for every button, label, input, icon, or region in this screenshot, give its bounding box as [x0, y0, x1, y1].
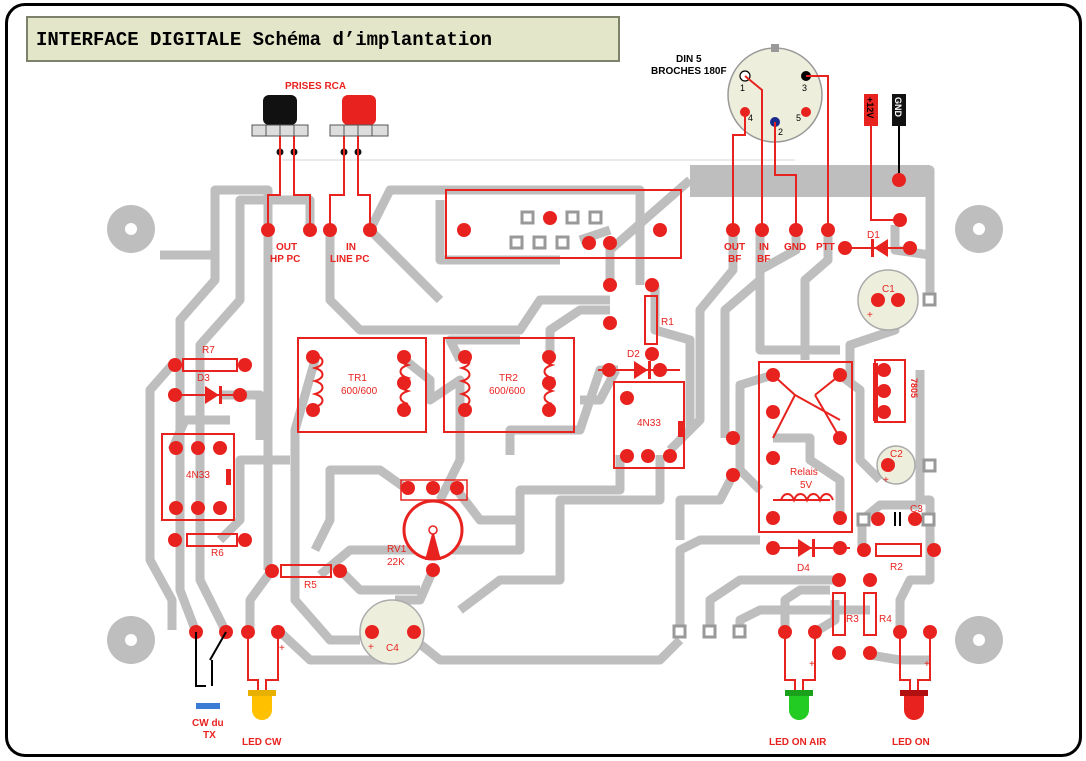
rv1-label-2: 22K: [387, 557, 405, 568]
d2-label: D2: [627, 349, 640, 360]
opto-left-label: 4N33: [186, 470, 210, 481]
led-on-plus: +: [924, 659, 930, 670]
din-title-1: DIN 5: [676, 54, 702, 65]
rca-title: PRISES RCA: [285, 81, 346, 92]
c1-label: C1: [882, 284, 895, 295]
din-pin-4: 4: [748, 113, 753, 123]
capacitor-c1: [857, 269, 919, 331]
opto-mid-label: 4N33: [637, 418, 661, 429]
din5-socket: [727, 44, 829, 230]
c2-label: C2: [890, 449, 903, 460]
title-box: INTERFACE DIGITALE Schéma d’implantation: [26, 16, 620, 62]
ground-plane: [690, 165, 930, 197]
optocoupler-mid: [613, 381, 685, 469]
relay-label-2: 5V: [800, 480, 813, 491]
r4-label: R4: [879, 614, 892, 625]
supply-plus-label: +12V: [865, 97, 875, 118]
transformer-tr2: [443, 337, 575, 433]
diodes: [205, 239, 888, 557]
optocoupler-left: [161, 433, 235, 521]
gnd-label: GND: [784, 242, 806, 253]
din-pin-3: 3: [802, 83, 807, 93]
led-on-label: LED ON: [892, 737, 930, 748]
copper-pads: [168, 173, 941, 660]
supply-gnd-label: GND: [893, 97, 903, 118]
led-on-air-label: LED ON AIR: [769, 737, 827, 748]
out-hp-label-1: OUT: [276, 242, 297, 253]
c1-plus: +: [867, 310, 873, 321]
in-bf-label-2: BF: [757, 254, 770, 265]
r7-label: R7: [202, 345, 215, 356]
out-bf-label-1: OUT: [724, 242, 745, 253]
c4-label: C4: [386, 643, 399, 654]
d3-label: D3: [197, 373, 210, 384]
connector-block: [445, 189, 682, 259]
rca-sockets: [251, 95, 389, 230]
d4-label: D4: [797, 563, 810, 574]
labels: PRISES RCA DIN 5 BROCHES 180F 1 2 3 4 5 …: [186, 54, 930, 748]
leds: [248, 690, 928, 720]
d1-label: D1: [867, 230, 880, 241]
regulator-label: 7805: [909, 378, 919, 398]
in-line-label-1: IN: [346, 242, 356, 253]
c2-plus: +: [883, 475, 889, 486]
capacitor-c2: [876, 445, 916, 485]
out-bf-label-2: BF: [728, 254, 741, 265]
led-cw-plus: +: [279, 643, 285, 654]
r2-label: R2: [890, 562, 903, 573]
r1-label: R1: [661, 317, 674, 328]
transformer-tr1: [297, 337, 427, 433]
c4-plus: +: [368, 642, 374, 653]
relay-outline: [758, 361, 853, 533]
capacitor-c3: [894, 512, 901, 526]
tr1-label-2: 600/600: [341, 386, 378, 397]
page-title: INTERFACE DIGITALE Schéma d’implantation: [36, 29, 493, 51]
cw-jack: [196, 703, 220, 709]
cw-label-1: CW du: [192, 718, 224, 729]
din-pin-5: 5: [796, 113, 801, 123]
cw-label-2: TX: [203, 730, 216, 741]
r6-label: R6: [211, 548, 224, 559]
r3-label: R3: [846, 614, 859, 625]
c3-label: C3: [910, 504, 923, 515]
led-on-air-plus: +: [809, 659, 815, 670]
ptt-label: PTT: [816, 242, 835, 253]
tr2-label-1: TR2: [499, 373, 518, 384]
power-input: [864, 94, 906, 221]
capacitors: [359, 269, 919, 665]
led-cw-label: LED CW: [242, 737, 282, 748]
tr2-label-2: 600/600: [489, 386, 526, 397]
din-pin-2: 2: [778, 127, 783, 137]
in-bf-label-1: IN: [759, 242, 769, 253]
capacitor-c4: [359, 599, 425, 665]
din-title-2: BROCHES 180F: [651, 66, 727, 77]
relay-label-1: Relais: [790, 467, 818, 478]
r5-label: R5: [304, 580, 317, 591]
rv1-label-1: RV1: [387, 544, 407, 555]
output-leads: [195, 631, 931, 692]
square-pads: [509, 210, 937, 639]
mounting-holes: [107, 205, 1003, 664]
out-hp-label-2: HP PC: [270, 254, 300, 265]
potentiometer-rv1: [400, 479, 468, 561]
tr1-label-1: TR1: [348, 373, 367, 384]
din-pin-1: 1: [740, 83, 745, 93]
in-line-label-2: LINE PC: [330, 254, 369, 265]
